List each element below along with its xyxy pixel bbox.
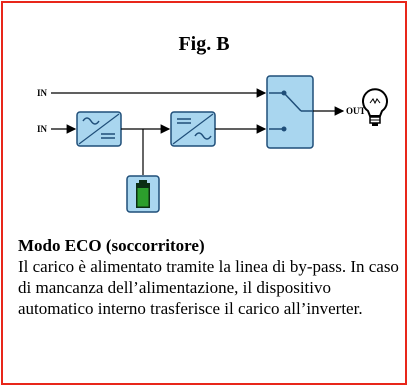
caption-body: Il carico è alimentato tramite la linea … [18,257,399,318]
figure-caption: Modo ECO (soccorritore) Il carico è alim… [18,235,403,319]
rectifier-icon [76,111,122,147]
input-label-main: IN [37,124,48,134]
static-switch-icon [266,75,314,149]
battery-icon [126,175,160,213]
ups-eco-mode-diagram: IN IN [37,75,388,213]
lightbulb-icon [362,88,388,126]
input-label-bypass: IN [37,88,48,98]
figure-title: Fig. B [178,33,230,55]
inverter-icon [170,111,216,147]
output-label: OUT [346,106,366,116]
figure-card: Fig. B IN IN [1,1,407,385]
caption-heading: Modo ECO (soccorritore) [18,236,205,255]
